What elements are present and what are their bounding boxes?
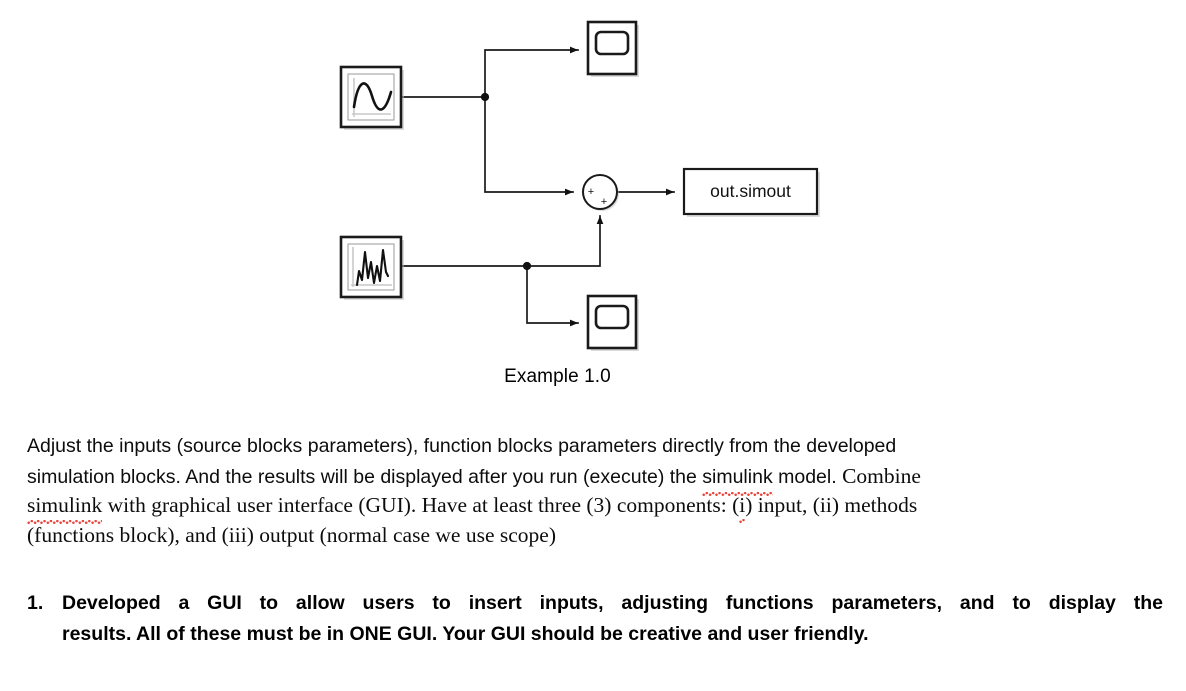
sine-wave-icon <box>352 78 393 117</box>
junction-top <box>480 92 490 102</box>
list-item-body: Developed a GUI to allow users to insert… <box>62 588 1163 650</box>
paragraph-line-2: simulation blocks. And the results will … <box>27 462 1162 493</box>
sum-plus-signs: + + <box>588 186 607 208</box>
spellcheck-error-i: i <box>739 491 746 524</box>
random-signal-icon <box>351 247 392 287</box>
simulink-diagram-figure: + + out.simout Example 1.0 <box>339 20 820 387</box>
text-run: with graphical user interface (GUI). Hav… <box>102 493 740 517</box>
out-simout-label: out.simout <box>710 181 791 201</box>
signal-junction-to-scope-top <box>484 46 579 98</box>
text-run: (functions block), and (iii) output (nor… <box>27 522 556 547</box>
block-out-simout[interactable] <box>682 167 820 217</box>
block-random-source[interactable] <box>339 235 404 300</box>
block-sum[interactable]: + + <box>582 174 619 211</box>
figure-caption: Example 1.0 <box>504 366 611 387</box>
spellcheck-error-simulink: simulink <box>27 491 103 525</box>
signal-junction-to-sum <box>484 96 574 196</box>
block-sine-wave-source[interactable] <box>339 65 404 130</box>
numbered-list: 1. Developed a GUI to allow users to ins… <box>27 588 1163 650</box>
text-run: Adjust the inputs (source blocks paramet… <box>27 435 897 457</box>
text-run: Combine <box>842 463 921 488</box>
svg-text:+: + <box>601 196 607 208</box>
paragraph-line-1: Adjust the inputs (source blocks paramet… <box>27 432 1162 462</box>
block-scope-bottom[interactable] <box>586 294 639 351</box>
text-run: simulation blocks. And the results will … <box>27 465 703 488</box>
body-paragraph: Adjust the inputs (source blocks paramet… <box>27 432 1162 550</box>
signal-junction-to-scope-bottom <box>526 265 579 327</box>
list-item-line-2: results. All of these must be in ONE GUI… <box>62 623 869 645</box>
text-run: ) input, (ii) methods <box>745 493 918 517</box>
scope-icon <box>594 30 630 56</box>
paragraph-line-4: (functions block), and (iii) output (nor… <box>27 521 1162 551</box>
list-item-line-1: Developed a GUI to allow users to insert… <box>62 592 1163 614</box>
junction-bottom <box>522 261 532 271</box>
block-scope-top[interactable] <box>586 20 639 77</box>
list-item-marker: 1. <box>27 592 44 614</box>
scope-icon <box>594 304 630 330</box>
simulink-block-diagram: + + <box>339 20 820 351</box>
list-item: 1. Developed a GUI to allow users to ins… <box>27 588 1163 650</box>
spellcheck-error-simulink: simulink <box>702 462 773 497</box>
signal-junction-to-sum-2 <box>526 215 604 267</box>
text-run: model. <box>772 465 843 488</box>
paragraph-line-3: simulink with graphical user interface (… <box>27 491 1162 521</box>
svg-text:+: + <box>588 186 594 198</box>
